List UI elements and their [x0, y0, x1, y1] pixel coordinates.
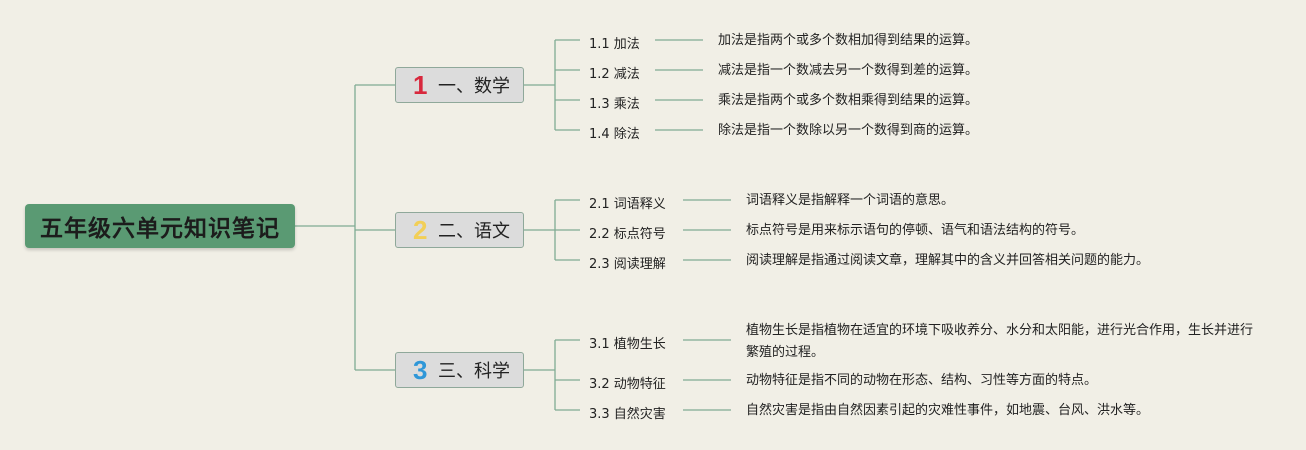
topic-node[interactable]: 1.1 加法: [589, 37, 640, 52]
topic-node[interactable]: 2.3 阅读理解: [589, 257, 666, 272]
topic-description: 乘法是指两个或多个数相乘得到结果的运算。: [718, 93, 979, 108]
root-title: 五年级六单元知识笔记: [40, 216, 280, 242]
category-node-science[interactable]: 3 三、科学: [395, 352, 524, 388]
topic-node[interactable]: 3.1 植物生长: [589, 337, 666, 352]
topic-description: 词语释义是指解释一个词语的意思。: [746, 193, 955, 208]
category-label: 二、语文: [438, 221, 510, 242]
topic-description: 减法是指一个数减去另一个数得到差的运算。: [718, 63, 979, 78]
topic-description: 除法是指一个数除以另一个数得到商的运算。: [718, 123, 979, 138]
topic-node[interactable]: 2.1 词语释义: [589, 197, 666, 212]
number-two-icon: 2: [413, 214, 428, 245]
topic-description: 加法是指两个或多个数相加得到结果的运算。: [718, 33, 979, 48]
topic-node[interactable]: 3.2 动物特征: [589, 377, 666, 392]
category-label: 三、科学: [438, 361, 510, 382]
category-label: 一、数学: [438, 76, 510, 97]
topic-node[interactable]: 1.4 除法: [589, 127, 640, 142]
topic-node[interactable]: 3.3 自然灾害: [589, 407, 666, 422]
topic-description: 植物生长是指植物在适宜的环境下吸收养分、水分和太阳能，进行光合作用，生长并进行繁…: [746, 323, 1254, 360]
topic-description: 阅读理解是指通过阅读文章，理解其中的含义并回答相关问题的能力。: [746, 253, 1150, 268]
topic-description: 自然灾害是指由自然因素引起的灾难性事件，如地震、台风、洪水等。: [746, 403, 1150, 418]
number-three-icon: 3: [413, 354, 428, 385]
topic-node[interactable]: 1.2 减法: [589, 67, 640, 82]
number-one-icon: 1: [413, 69, 428, 100]
root-node[interactable]: 五年级六单元知识笔记: [25, 204, 295, 248]
category-node-math[interactable]: 1 一、数学: [395, 67, 524, 103]
topic-node[interactable]: 2.2 标点符号: [589, 227, 666, 242]
topic-description: 动物特征是指不同的动物在形态、结构、习性等方面的特点。: [746, 373, 1098, 388]
topic-node[interactable]: 1.3 乘法: [589, 97, 640, 112]
topic-description: 标点符号是用来标示语句的停顿、语气和语法结构的符号。: [746, 223, 1085, 238]
category-node-chinese[interactable]: 2 二、语文: [395, 212, 524, 248]
